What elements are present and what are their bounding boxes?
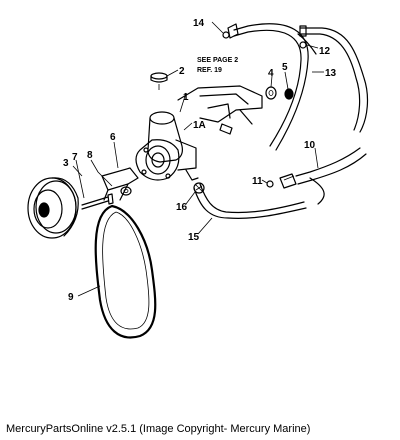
exploded-parts-diagram: 1 1A 2 3 4 5 6 7 8 9 10 11 12 13 14 15 1… xyxy=(27,18,369,339)
pulley-bolt xyxy=(81,193,114,210)
washer xyxy=(120,186,132,196)
callout-5: 5 xyxy=(282,62,288,73)
callout-6: 6 xyxy=(110,132,116,143)
o-ring-14 xyxy=(222,23,239,39)
callout-4: 4 xyxy=(268,68,274,79)
callout-12: 12 xyxy=(319,46,331,57)
washer-and-nut xyxy=(265,86,294,100)
callout-1a: 1A xyxy=(193,120,206,131)
o-ring-12 xyxy=(299,41,307,49)
callout-9: 9 xyxy=(68,292,74,303)
callout-8: 8 xyxy=(87,150,93,161)
callout-3: 3 xyxy=(63,158,69,169)
reservoir-cap xyxy=(150,72,168,90)
callout-11: 11 xyxy=(252,176,263,187)
hose-12 xyxy=(299,25,369,133)
reference-note-line-2: REF. 19 xyxy=(197,67,222,74)
callout-13: 13 xyxy=(325,68,337,79)
hose-10 xyxy=(295,147,367,205)
reference-note-line-1: SEE PAGE 2 xyxy=(197,57,238,64)
pump-bracket xyxy=(101,167,139,201)
callout-1: 1 xyxy=(183,92,189,103)
drive-belt xyxy=(94,204,157,339)
power-steering-pump xyxy=(135,111,199,181)
hose-15 xyxy=(193,183,307,219)
callout-10: 10 xyxy=(304,140,316,151)
fitting-11 xyxy=(266,173,297,189)
callout-15: 15 xyxy=(188,232,200,243)
callout-16: 16 xyxy=(176,202,188,213)
pump-mounting-bracket xyxy=(177,85,263,135)
clamp-16 xyxy=(193,182,205,194)
leader-lines xyxy=(72,21,324,297)
callout-2: 2 xyxy=(179,66,185,77)
callout-7: 7 xyxy=(72,152,78,163)
copyright-caption: MercuryPartsOnline v2.5.1 (Image Copyrig… xyxy=(6,423,311,435)
pulley xyxy=(27,177,79,239)
callout-14: 14 xyxy=(193,18,205,29)
